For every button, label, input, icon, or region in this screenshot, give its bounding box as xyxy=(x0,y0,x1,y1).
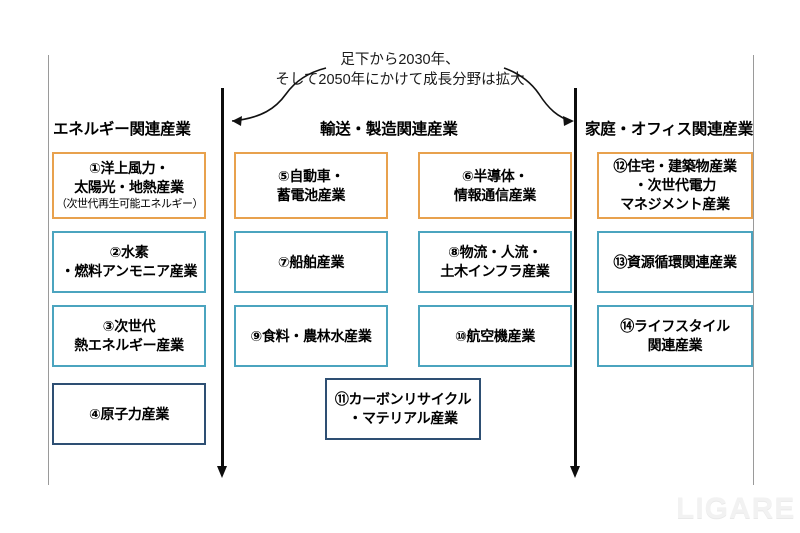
industry-box-8-line1: ⑧物流・人流・ xyxy=(448,244,542,260)
industry-box-10[interactable]: ⑩航空機産業 xyxy=(418,305,572,367)
industry-box-8-text: ⑧物流・人流・ 土木インフラ産業 xyxy=(438,243,551,281)
industry-box-3-line2: 熱エネルギー産業 xyxy=(74,337,184,353)
industry-box-4[interactable]: ④原子力産業 xyxy=(52,383,206,445)
industry-box-3[interactable]: ③次世代 熱エネルギー産業 xyxy=(52,305,206,367)
industry-box-9[interactable]: ⑨食料・農林水産業 xyxy=(234,305,388,367)
industry-box-1-text: ①洋上風力・ 太陽光・地熱産業 （次世代再生可能エネルギー） xyxy=(54,159,204,212)
industry-box-7-text: ⑦船舶産業 xyxy=(276,253,346,272)
industry-box-10-line1: ⑩航空機産業 xyxy=(454,327,536,344)
industry-box-5-line1: ⑤自動車・ xyxy=(277,167,345,184)
caption-line-1: 足下から2030年、 xyxy=(340,52,460,68)
industry-box-7[interactable]: ⑦船舶産業 xyxy=(234,231,388,293)
industry-box-3-text: ③次世代 熱エネルギー産業 xyxy=(72,317,186,355)
caption-connector-right xyxy=(503,67,574,126)
industry-box-5[interactable]: ⑤自動車・ 蓄電池産業 xyxy=(234,152,388,219)
industry-box-11-line1: ⑪カーボンリサイクル xyxy=(334,391,472,407)
industry-box-5-line2: 蓄電池産業 xyxy=(276,186,346,203)
industry-box-13[interactable]: ⑬資源循環関連産業 xyxy=(597,231,753,293)
industry-box-12-line3: マネジメント産業 xyxy=(620,196,730,212)
panel-rule-right xyxy=(753,55,754,485)
industry-box-9-text: ⑨食料・農林水産業 xyxy=(248,327,373,346)
watermark-ligare: LIGARE xyxy=(676,492,796,525)
industry-box-13-line1: ⑬資源循環関連産業 xyxy=(613,253,737,270)
industry-box-2[interactable]: ②水素 ・燃料アンモニア産業 xyxy=(52,231,206,293)
industry-box-3-line1: ③次世代 xyxy=(102,318,156,334)
industry-box-4-line1: ④原子力産業 xyxy=(88,405,170,422)
industry-box-8[interactable]: ⑧物流・人流・ 土木インフラ産業 xyxy=(418,231,572,293)
industry-box-5-text: ⑤自動車・ 蓄電池産業 xyxy=(275,167,348,205)
industry-box-2-line2: ・燃料アンモニア産業 xyxy=(60,263,198,279)
industry-box-12-line2: ・次世代電力 xyxy=(633,177,717,193)
industry-box-1-line2: 太陽光・地熱産業 xyxy=(74,179,184,195)
industry-box-6-line1: ⑥半導体・ xyxy=(461,167,529,184)
industry-box-1-line1: ①洋上風力・ xyxy=(88,160,170,176)
industry-box-11[interactable]: ⑪カーボンリサイクル ・マテリアル産業 xyxy=(325,378,481,440)
industry-box-14-line2: 関連産業 xyxy=(647,337,703,353)
industry-box-7-line1: ⑦船舶産業 xyxy=(277,253,345,270)
industry-box-2-line1: ②水素 xyxy=(109,244,149,260)
industry-box-14-text: ⑭ライフスタイル 関連産業 xyxy=(618,317,732,355)
industry-box-11-text: ⑪カーボンリサイクル ・マテリアル産業 xyxy=(333,390,473,428)
industry-box-1-sub: （次世代再生可能エネルギー） xyxy=(56,198,204,210)
industry-box-12[interactable]: ⑫住宅・建築物産業 ・次世代電力 マネジメント産業 xyxy=(597,152,753,219)
industry-box-4-text: ④原子力産業 xyxy=(87,405,171,424)
growth-caption: 足下から2030年、 そして2050年にかけて成長分野は拡大 xyxy=(250,50,550,90)
industry-box-6-text: ⑥半導体・ 情報通信産業 xyxy=(452,167,538,205)
column-heading-household: 家庭・オフィス関連産業 xyxy=(585,121,753,138)
industry-box-1[interactable]: ①洋上風力・ 太陽光・地熱産業 （次世代再生可能エネルギー） xyxy=(52,152,206,219)
industry-box-14[interactable]: ⑭ライフスタイル 関連産業 xyxy=(597,305,753,367)
industry-box-10-text: ⑩航空機産業 xyxy=(453,327,537,346)
industry-box-11-line2: ・マテリアル産業 xyxy=(348,410,458,426)
industry-box-8-line2: 土木インフラ産業 xyxy=(440,263,550,279)
industry-box-12-text: ⑫住宅・建築物産業 ・次世代電力 マネジメント産業 xyxy=(611,157,738,214)
panel-rule-left xyxy=(48,55,49,485)
industry-box-9-line1: ⑨食料・農林水産業 xyxy=(250,327,372,344)
column-heading-transport: 輸送・製造関連産業 xyxy=(320,121,458,138)
column-heading-energy: エネルギー関連産業 xyxy=(53,121,191,138)
industry-box-6-line2: 情報通信産業 xyxy=(453,186,537,203)
industry-box-2-text: ②水素 ・燃料アンモニア産業 xyxy=(59,243,199,281)
caption-connector-left xyxy=(231,67,327,126)
industry-box-6[interactable]: ⑥半導体・ 情報通信産業 xyxy=(418,152,572,219)
industry-box-14-line1: ⑭ライフスタイル xyxy=(620,318,730,334)
industry-box-12-line1: ⑫住宅・建築物産業 xyxy=(613,158,737,174)
caption-line-2: そして2050年にかけて成長分野は拡大 xyxy=(275,72,525,88)
industry-box-13-text: ⑬資源循環関連産業 xyxy=(611,253,738,272)
